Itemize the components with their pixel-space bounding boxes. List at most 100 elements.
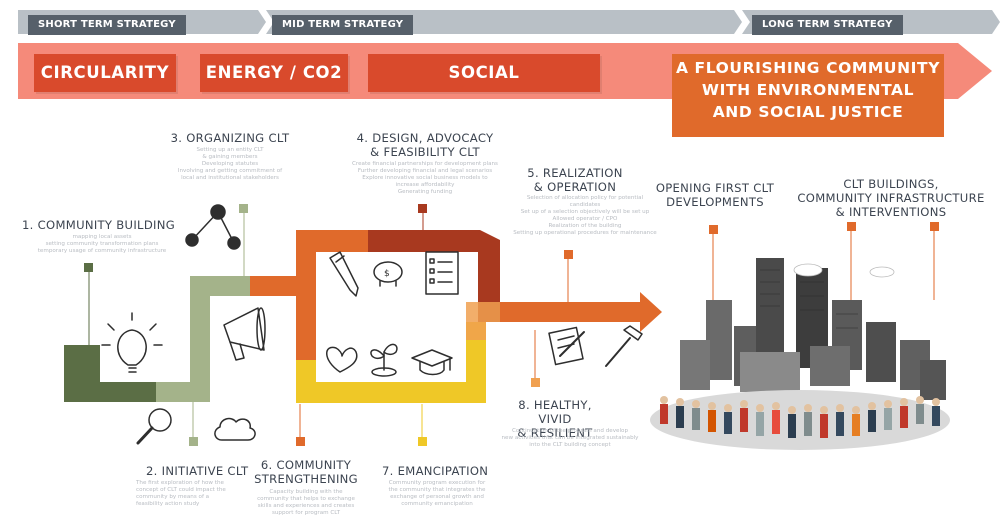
network-icon: [185, 204, 241, 250]
step-2-title: 2. INITIATIVE CLT: [146, 464, 249, 478]
step-7-desc: Community program execution for the comm…: [372, 480, 502, 508]
desc-line: skills and experiences and creates: [257, 503, 355, 509]
title-line: & INTERVENTIONS: [835, 205, 947, 219]
title-line: COMMUNITY INFRASTRUCTURE: [797, 191, 985, 205]
marker-square: [564, 250, 573, 259]
tag-long-term: LONG TERM STRATEGY: [752, 15, 903, 35]
title-line: & RESILIENT: [517, 426, 593, 440]
desc-line: Setting up operational procedures for ma…: [513, 230, 657, 236]
desc-line: support for program CLT: [271, 510, 341, 516]
title-line: OPENING FIRST CLT: [655, 181, 775, 195]
checklist-icon: [425, 251, 459, 295]
step-2-desc: The first exploration of how the concept…: [136, 480, 256, 508]
cloud-icon: [214, 417, 256, 441]
desc-line: Realization of the building: [548, 223, 622, 229]
desc-line: Developing statutes: [201, 161, 259, 167]
marker-square: [930, 222, 939, 231]
magnifier-icon: [136, 408, 172, 445]
path-segment-initiative: [156, 276, 256, 402]
title-line: 8. HEALTHY, VIVID: [518, 398, 592, 426]
heart-icon: [326, 346, 358, 373]
step-1-title: 1. COMMUNITY BUILDING: [22, 218, 176, 232]
clt-buildings-title: CLT BUILDINGS, COMMUNITY INFRASTRUCTURE …: [796, 177, 986, 219]
step-7-title: 7. EMANCIPATION: [382, 464, 489, 478]
desc-line: & gaining members: [202, 154, 258, 160]
desc-line: exchange of personal growth and: [390, 494, 484, 500]
step-5-title: 5. REALIZATION & OPERATION: [520, 166, 630, 194]
desc-line: Community program execution for: [388, 480, 486, 486]
title-line: STRENGTHENING: [254, 472, 358, 486]
marker-square: [189, 437, 198, 446]
step-3-title: 3. ORGANIZING CLT: [170, 131, 290, 145]
step-3-desc: Setting up an entity CLT & gaining membe…: [160, 147, 300, 182]
marker-lines: [88, 210, 935, 440]
title-line: & OPERATION: [533, 180, 617, 194]
step-6-title: 6. COMMUNITY STRENGTHENING: [246, 458, 366, 486]
desc-line: Explore innovative social business model…: [362, 175, 488, 181]
desc-line: community that helps to exchange: [257, 496, 355, 502]
path-segment-realization: [500, 292, 662, 332]
desc-line: Generating funding: [397, 189, 453, 195]
step-8-title: 8. HEALTHY, VIVID & RESILIENT: [500, 398, 610, 440]
goal-line: A FLOURISHING COMMUNITY: [675, 59, 941, 77]
title-line: 5. REALIZATION: [527, 166, 623, 180]
step-4-desc: Create financial partnerships for develo…: [350, 161, 500, 196]
path-segment-community-building: [64, 345, 158, 402]
marker-square: [296, 437, 305, 446]
desc-line: increase affordability: [395, 182, 455, 188]
timeline-chevron: [258, 10, 274, 34]
desc-line: Create financial partnerships for develo…: [352, 161, 498, 167]
goal-box: A FLOURISHING COMMUNITY WITH ENVIRONMENT…: [672, 54, 944, 137]
desc-line: candidates: [569, 202, 601, 208]
goal-line: WITH ENVIRONMENTAL: [701, 81, 915, 99]
timeline-chevron: [734, 10, 750, 34]
desc-line: local and institutional stakeholders: [181, 175, 279, 181]
contract-icon: [548, 326, 585, 366]
svg-text:$: $: [384, 269, 390, 279]
desc-line: temporary usage of community infrastruct…: [37, 248, 167, 254]
phase-energy: ENERGY / CO2: [200, 54, 348, 92]
marker-square: [84, 263, 93, 272]
city-illustration: [650, 258, 950, 450]
desc-line: feasibility action study: [136, 501, 200, 507]
desc-line: the community that integrates the: [388, 487, 486, 493]
step-8-desc: Continuation of the program and develop …: [495, 428, 645, 449]
marker-square: [418, 437, 427, 446]
desc-line: new activities that can be integrated su…: [501, 435, 639, 441]
desc-line: mapping local assets: [72, 234, 132, 240]
lightbulb-icon: [101, 312, 163, 373]
step-1-desc: mapping local assets setting community t…: [22, 234, 182, 255]
marker-square: [709, 225, 718, 234]
title-line: & FEASIBILITY CLT: [370, 145, 480, 159]
desc-line: community by means of a: [136, 494, 210, 500]
phase-circularity: CIRCULARITY: [34, 54, 176, 92]
tag-mid-term: MID TERM STRATEGY: [272, 15, 414, 35]
path-segment-design: [368, 230, 520, 322]
marker-square: [531, 378, 540, 387]
opening-first-clt-title: OPENING FIRST CLT DEVELOPMENTS: [650, 181, 780, 209]
step-5-desc: Selection of allocation policy for poten…: [510, 195, 660, 237]
hammer-icon: [605, 325, 643, 367]
desc-line: into the CLT building concept: [529, 442, 611, 448]
desc-line: Allowed operator / CPO: [552, 216, 618, 222]
desc-line: Continuation of the program and develop: [512, 428, 628, 434]
phase-social-capitalisation: SOCIAL CAPITALISATION: [368, 54, 600, 120]
desc-line: setting community transformation plans: [45, 241, 159, 247]
piggybank-icon: $: [373, 261, 403, 287]
desc-line: community emancipation: [401, 501, 473, 507]
path-segment-strengthening: [250, 230, 390, 382]
tag-short-term: SHORT TERM STRATEGY: [28, 15, 186, 35]
desc-line: Further developing financial and legal s…: [357, 168, 493, 174]
desc-line: Capacity building with the: [269, 489, 343, 495]
graduation-cap-icon: [411, 349, 453, 376]
pencil-icon: [329, 251, 359, 297]
marker-square: [239, 204, 248, 213]
marker-square: [418, 204, 427, 213]
title-line: 4. DESIGN, ADVOCACY: [356, 131, 494, 145]
megaphone-icon: [223, 307, 266, 361]
desc-line: Involving and getting commitment of: [177, 168, 283, 174]
seedling-icon: [370, 343, 398, 377]
title-line: 6. COMMUNITY: [260, 458, 352, 472]
step-6-desc: Capacity building with the community tha…: [246, 489, 366, 517]
desc-line: Set up of a selection objectively will b…: [520, 209, 650, 215]
